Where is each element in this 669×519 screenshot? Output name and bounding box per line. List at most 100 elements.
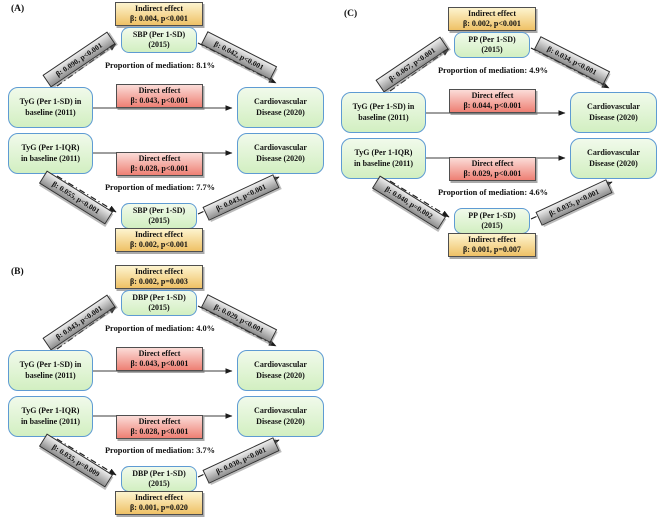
mediator-year: (2015) <box>481 221 503 230</box>
direct-effect-box-row2: Direct effect β: 0.029, p<0.001 <box>449 157 536 181</box>
indirect-effect-title: Indirect effect <box>467 234 517 244</box>
outcome-box-row2: Cardiovascular Disease (2020) <box>237 133 324 174</box>
direct-effect-box-row2: Direct effect β: 0.028, p<0.001 <box>116 415 203 439</box>
indirect-effect-value: β: 0.002, p<0.001 <box>130 240 188 249</box>
mediator-box-top: DBP (Per 1-SD) (2015) <box>121 290 197 316</box>
mediator-name: PP (Per 1-SD) <box>468 210 516 220</box>
mediator-box-top: PP (Per 1-SD) (2015) <box>454 32 530 58</box>
direct-effect-title: Direct effect <box>138 153 181 163</box>
outcome-box-row2: Cardiovascular Disease (2020) <box>237 396 324 437</box>
indirect-effect-value: β: 0.001, p=0.020 <box>130 503 188 512</box>
exposure-line1: TyG (Per 1-SD) in <box>19 97 82 107</box>
outcome-line2: Disease (2020) <box>256 153 305 163</box>
outcome-line2: Disease (2020) <box>256 416 305 426</box>
direct-effect-title: Direct effect <box>138 416 181 426</box>
outcome-line1: Cardiovascular <box>254 143 307 153</box>
indirect-effect-title: Indirect effect <box>467 8 517 18</box>
indirect-effect-box-bottom: Indirect effect β: 0.001, p=0.007 <box>448 233 536 257</box>
outcome-box-row1: Cardiovascular Disease (2020) <box>237 87 324 128</box>
mediator-year: (2015) <box>148 40 170 49</box>
direct-effect-value: β: 0.044, p<0.001 <box>463 101 522 110</box>
proportion-of-mediation-bottom: Proportion of mediation: 4.6% <box>437 188 549 197</box>
indirect-effect-value: β: 0.002, p<0.001 <box>463 19 521 28</box>
direct-effect-box-row1: Direct effect β: 0.043, p<0.001 <box>116 347 203 371</box>
direct-effect-box-row1: Direct effect β: 0.044, p<0.001 <box>449 89 536 113</box>
outcome-line1: Cardiovascular <box>254 406 307 416</box>
exposure-line1: TyG (Per 1-IQR) <box>21 406 80 416</box>
direct-effect-value: β: 0.028, p<0.001 <box>130 427 189 436</box>
indirect-arrow-exposure-mediator-bottom <box>56 175 117 213</box>
mediator-name: SBP (Per 1-SD) <box>132 205 186 215</box>
indirect-arrow-exposure-mediator-top <box>56 306 117 350</box>
exposure-line1: TyG (Per 1-SD) in <box>19 360 82 370</box>
indirect-effect-value: β: 0.004, p<0.001 <box>130 14 188 23</box>
outcome-line1: Cardiovascular <box>254 360 307 370</box>
exposure-line1: TyG (Per 1-IQR) <box>21 143 80 153</box>
panel-a: (A) Indirect effect β: 0.004, p<0.001 SB… <box>0 0 336 258</box>
indirect-effect-box-top: Indirect effect β: 0.002, p<0.001 <box>448 7 536 31</box>
mediator-year: (2015) <box>148 303 170 312</box>
exposure-line1: TyG (Per 1-SD) in <box>352 102 415 112</box>
exposure-line2: in baseline (2011) <box>20 416 81 426</box>
mediator-year: (2015) <box>148 216 170 225</box>
outcome-line1: Cardiovascular <box>587 102 640 112</box>
direct-effect-title: Direct effect <box>471 158 514 168</box>
direct-effect-value: β: 0.028, p<0.001 <box>130 164 189 173</box>
proportion-of-mediation-bottom: Proportion of mediation: 7.7% <box>104 183 216 192</box>
indirect-arrow-exposure-mediator-bottom <box>56 438 117 476</box>
indirect-effect-box-bottom: Indirect effect β: 0.002, p<0.001 <box>115 228 203 252</box>
indirect-effect-box-top: Indirect effect β: 0.002, p=0.003 <box>115 265 203 289</box>
mediator-box-bottom: DBP (Per 1-SD) (2015) <box>121 466 197 492</box>
direct-effect-title: Direct effect <box>138 348 181 358</box>
direct-effect-box-row2: Direct effect β: 0.028, p<0.001 <box>116 152 203 176</box>
exposure-line2: in baseline (2011) <box>20 153 81 163</box>
proportion-of-mediation-top: Proportion of mediation: 8.1% <box>104 61 216 70</box>
indirect-effect-title: Indirect effect <box>134 3 184 13</box>
exposure-line2: in baseline (2011) <box>353 158 414 168</box>
exposure-line1: TyG (Per 1-IQR) <box>354 148 413 158</box>
mediator-year: (2015) <box>481 45 503 54</box>
exposure-box-sd: TyG (Per 1-SD) in baseline (2011) <box>8 87 93 128</box>
outcome-line1: Cardiovascular <box>587 148 640 158</box>
indirect-effect-value: β: 0.002, p=0.003 <box>130 277 188 286</box>
mediator-name: DBP (Per 1-SD) <box>132 468 186 478</box>
mediator-box-bottom: SBP (Per 1-SD) (2015) <box>121 203 197 229</box>
outcome-box-row1: Cardiovascular Disease (2020) <box>570 92 657 133</box>
mediator-box-top: SBP (Per 1-SD) (2015) <box>121 27 197 53</box>
outcome-box-row1: Cardiovascular Disease (2020) <box>237 350 324 391</box>
direct-effect-value: β: 0.029, p<0.001 <box>463 169 522 178</box>
exposure-line2: baseline (2011) <box>25 370 76 380</box>
direct-effect-box-row1: Direct effect β: 0.043, p<0.001 <box>116 84 203 108</box>
indirect-effect-title: Indirect effect <box>134 492 184 502</box>
indirect-arrow-exposure-mediator-top <box>56 43 117 87</box>
panel-b: (B) Indirect effect β: 0.002, p=0.003 DB… <box>0 263 336 519</box>
exposure-box-sd: TyG (Per 1-SD) in baseline (2011) <box>8 350 93 391</box>
indirect-effect-title: Indirect effect <box>134 229 184 239</box>
outcome-line2: Disease (2020) <box>589 158 638 168</box>
outcome-line2: Disease (2020) <box>589 112 638 122</box>
mediator-box-bottom: PP (Per 1-SD) (2015) <box>454 208 530 234</box>
exposure-line2: baseline (2011) <box>25 107 76 117</box>
indirect-arrow-exposure-mediator-top <box>389 48 450 92</box>
direct-effect-title: Direct effect <box>138 85 181 95</box>
exposure-box-iqr: TyG (Per 1-IQR) in baseline (2011) <box>8 133 93 174</box>
exposure-box-iqr: TyG (Per 1-IQR) in baseline (2011) <box>8 396 93 437</box>
outcome-line1: Cardiovascular <box>254 97 307 107</box>
indirect-effect-value: β: 0.001, p=0.007 <box>463 245 521 254</box>
direct-effect-value: β: 0.043, p<0.001 <box>130 96 189 105</box>
outcome-line2: Disease (2020) <box>256 107 305 117</box>
exposure-line2: baseline (2011) <box>358 112 409 122</box>
proportion-of-mediation-top: Proportion of mediation: 4.9% <box>437 66 549 75</box>
outcome-line2: Disease (2020) <box>256 370 305 380</box>
mediator-name: DBP (Per 1-SD) <box>132 292 186 302</box>
panel-label: (B) <box>11 267 24 277</box>
indirect-effect-title: Indirect effect <box>134 266 184 276</box>
indirect-arrow-exposure-mediator-bottom <box>389 180 450 218</box>
outcome-box-row2: Cardiovascular Disease (2020) <box>570 138 657 179</box>
exposure-box-iqr: TyG (Per 1-IQR) in baseline (2011) <box>341 138 426 179</box>
panel-c: (C) Indirect effect β: 0.002, p<0.001 PP… <box>333 5 669 263</box>
direct-effect-title: Direct effect <box>471 90 514 100</box>
direct-effect-value: β: 0.043, p<0.001 <box>130 359 189 368</box>
indirect-effect-box-top: Indirect effect β: 0.004, p<0.001 <box>115 2 203 26</box>
